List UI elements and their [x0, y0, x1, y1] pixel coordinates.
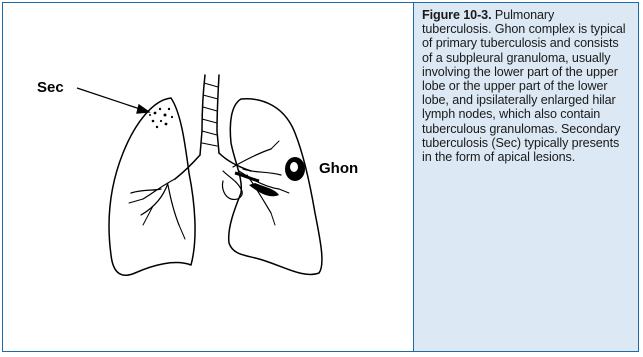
ghon-focus [235, 157, 305, 196]
left-lung-outline [229, 99, 322, 275]
caption-panel: Figure 10-3. Pulmonary tuberculosis. Gho… [414, 3, 638, 351]
sec-label: Sec [37, 79, 64, 96]
lung-diagram [3, 3, 414, 353]
sec-arrow [77, 88, 149, 113]
ghon-label: Ghon [319, 160, 358, 177]
apical-lesion [149, 108, 173, 128]
caption-text: Pulmonary tuberculosis. Ghon complex is … [422, 8, 626, 164]
figure-frame: Sec Ghon Figure 10-3. Pulmonary tubercul… [2, 2, 639, 352]
right-lung-outline [109, 98, 195, 275]
lung-illustration-panel: Sec Ghon [3, 3, 414, 351]
caption-figure-label: Figure 10-3. [422, 8, 492, 22]
